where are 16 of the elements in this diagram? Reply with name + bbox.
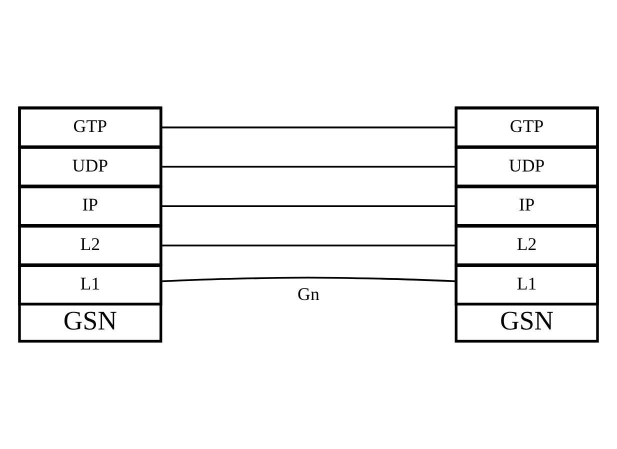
- connector: [161, 276, 456, 282]
- node-box: IP: [454, 186, 599, 227]
- connector: [160, 205, 456, 208]
- node-box: L1: [18, 264, 162, 306]
- connector: [160, 244, 456, 246]
- node-box: L1: [454, 264, 599, 306]
- node-box: UDP: [18, 146, 162, 188]
- node-box: GTP: [18, 106, 162, 148]
- connector: [160, 126, 456, 128]
- node-box: UDP: [454, 146, 599, 188]
- node-box: L2: [454, 224, 599, 266]
- node-box: L2: [18, 224, 162, 266]
- node-box: GTP: [454, 106, 599, 148]
- connector: [160, 166, 456, 168]
- node-box: IP: [18, 186, 162, 227]
- label: Gn: [298, 284, 320, 304]
